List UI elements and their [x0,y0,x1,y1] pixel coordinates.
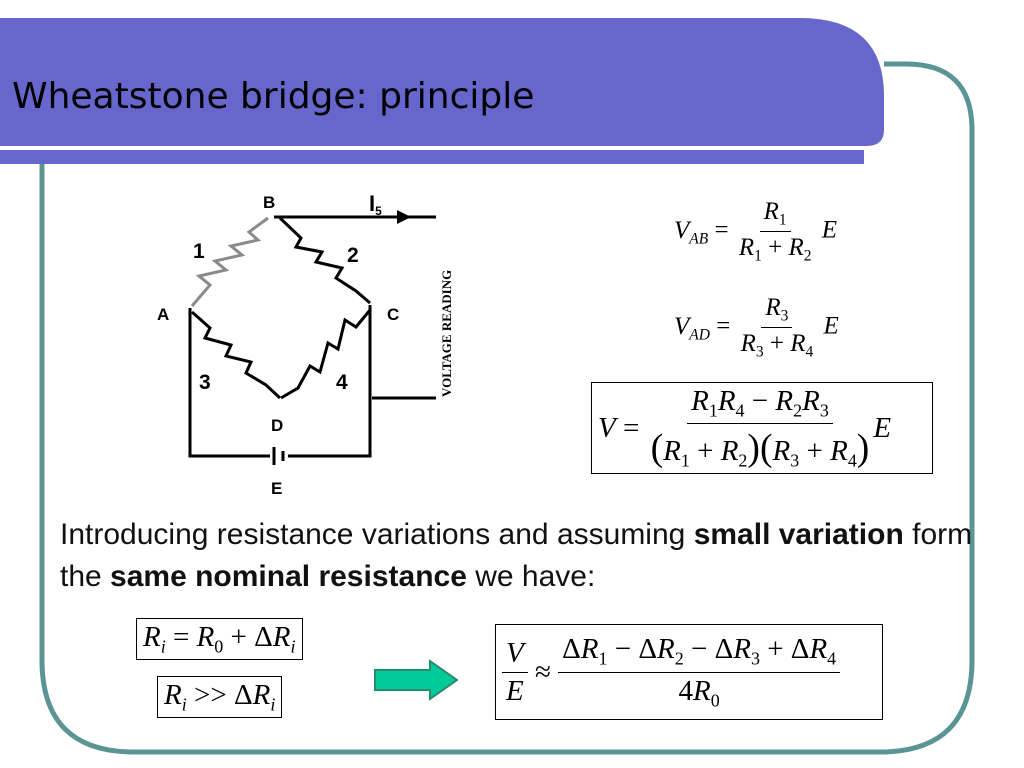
vab-fraction: R1 R1 + R2 [738,198,812,265]
equation-small-variation: Ri >> ΔRi [157,676,283,719]
vad-fraction: R3 R3 + R4 [740,294,814,361]
v-over-e-fraction: V E [502,637,528,708]
resistor-4-zigzag [280,309,372,400]
approximation-fraction: ΔR1 − ΔR2 − ΔR3 + ΔR4 4R0 [558,633,841,711]
current-label: I5 [369,191,382,218]
body-text-3: we have: [466,560,596,593]
body-text-2: form the [60,518,973,593]
content-border [39,61,975,755]
bridge-output-fraction: R1R4 − R2R3 (R1 + R2)(R3 + R4) [650,384,870,471]
header-band [0,18,884,146]
right-arrow-icon [374,659,459,701]
resistor-label-3: 3 [199,371,211,394]
node-label-b: B [263,193,275,212]
equation-bridge-output: V = R1R4 − R2R3 (R1 + R2)(R3 + R4) E [591,382,933,474]
supply-wire [188,305,372,458]
resistor-2-zigzag [278,216,371,305]
node-label-c: C [387,305,399,324]
vab-lhs: VAB [674,216,709,248]
equation-resistance-variation: Ri = R0 + ΔRi [136,618,303,661]
arrow-shape [374,659,459,701]
current-symbol: I [369,191,375,216]
resistor-label-2: 2 [347,244,359,267]
node-label-d: D [271,416,283,435]
node-label-a: A [157,305,169,324]
body-paragraph: Introducing resistance variations and as… [60,514,990,598]
resistor-label-1: 1 [193,240,205,263]
equation-approximation: V E ≈ ΔR1 − ΔR2 − ΔR3 + ΔR4 4R0 [495,624,883,720]
vad-lhs: VAD [674,312,710,344]
body-bold-small-variation: small variation [693,518,904,551]
output-voltage-label: VOLTAGE READING [439,270,454,397]
equation-vad: VAD = R3 R3 + R4 E [674,294,839,361]
resistor-1-zigzag [190,216,269,307]
equation-vab: VAB = R1 R1 + R2 E [674,198,838,265]
body-text-1: Introducing resistance variations and as… [60,518,694,551]
node-label-e: E [271,479,282,498]
bridge-circuit-diagram: B A C D E 1 2 3 4 I5 VOLTAGE READING [157,191,454,498]
header-underline [0,150,864,164]
resistor-3-zigzag [191,310,282,400]
body-bold-same-nominal: same nominal resistance [110,560,467,593]
resistor-label-4: 4 [336,371,348,394]
current-subscript: 5 [375,204,382,218]
slide-title: Wheatstone bridge: principle [12,76,535,117]
current-arrow-head [397,210,411,224]
